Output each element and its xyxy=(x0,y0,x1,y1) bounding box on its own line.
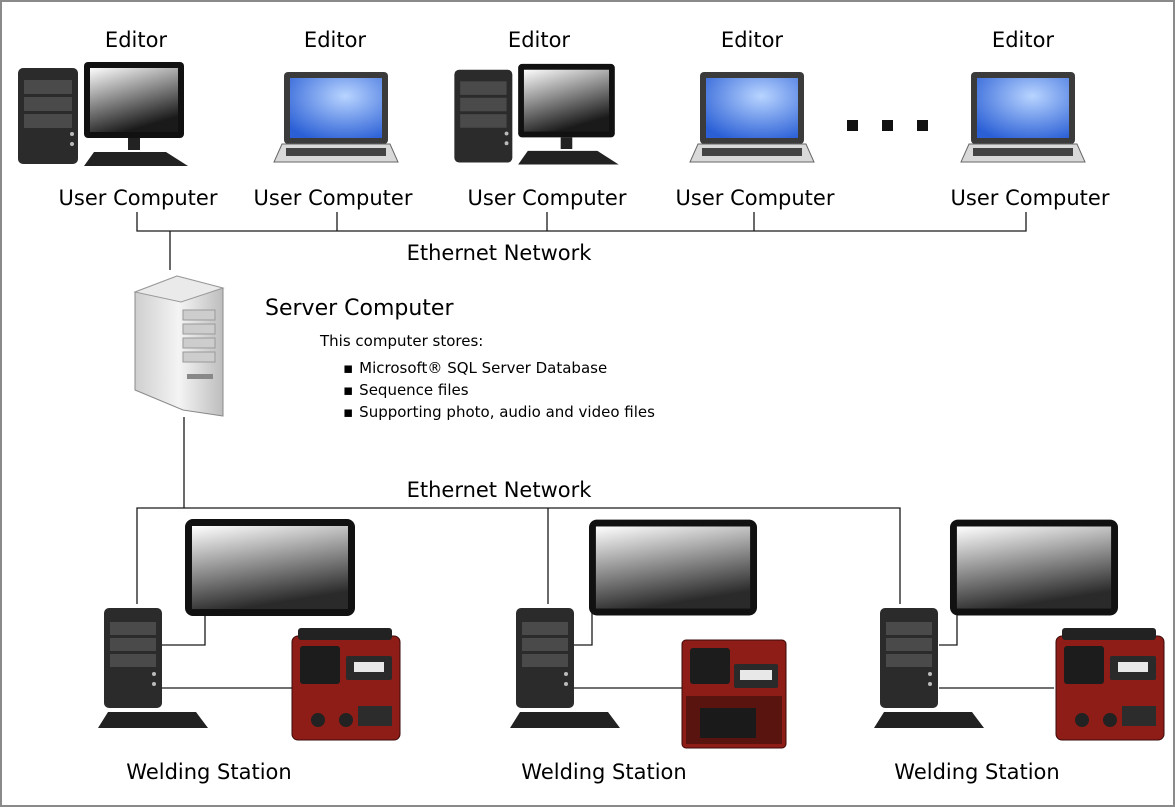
welding-machine-icon xyxy=(291,628,401,741)
list-item: Microsoft® SQL Server Database xyxy=(343,357,655,379)
top-network-label: Ethernet Network xyxy=(406,241,592,265)
editor-role-2: Editor xyxy=(303,28,367,52)
laptop-icon xyxy=(273,72,399,163)
welding-machine-icon xyxy=(681,639,787,749)
server-intro: This computer stores: xyxy=(320,332,484,350)
editor-role-3: Editor xyxy=(507,28,571,52)
welding-station-label-3: Welding Station xyxy=(894,760,1060,784)
server-title: Server Computer xyxy=(265,296,454,321)
desktop-computer-icon xyxy=(18,62,188,166)
user-computer-label-2: User Computer xyxy=(253,186,413,210)
server-storage-list: Microsoft® SQL Server Database Sequence … xyxy=(343,357,655,423)
monitor-icon xyxy=(949,519,1119,616)
welding-machine-icon xyxy=(1055,628,1165,741)
desktop-computer-icon xyxy=(454,63,619,165)
desktop-computer-icon xyxy=(98,608,208,728)
user-computer-label-4: User Computer xyxy=(675,186,835,210)
editor-role-4: Editor xyxy=(720,28,784,52)
editor-role-5: Editor xyxy=(991,28,1055,52)
monitor-icon xyxy=(185,519,355,616)
desktop-computer-icon xyxy=(510,608,620,728)
welding-station-label-2: Welding Station xyxy=(521,760,687,784)
list-item: Supporting photo, audio and video files xyxy=(343,401,655,423)
desktop-computer-icon xyxy=(874,608,984,728)
laptop-icon xyxy=(960,72,1086,163)
list-item: Sequence files xyxy=(343,379,655,401)
bottom-network-label: Ethernet Network xyxy=(406,478,592,502)
user-computer-label-5: User Computer xyxy=(950,186,1110,210)
welding-station-label-1: Welding Station xyxy=(126,760,292,784)
laptop-icon xyxy=(689,72,815,163)
editor-role-1: Editor xyxy=(104,28,168,52)
user-computer-label-3: User Computer xyxy=(467,186,627,210)
monitor-icon xyxy=(588,519,758,616)
ellipsis-icon xyxy=(847,120,952,131)
user-computer-label-1: User Computer xyxy=(58,186,218,210)
server-tower-icon xyxy=(133,275,225,417)
